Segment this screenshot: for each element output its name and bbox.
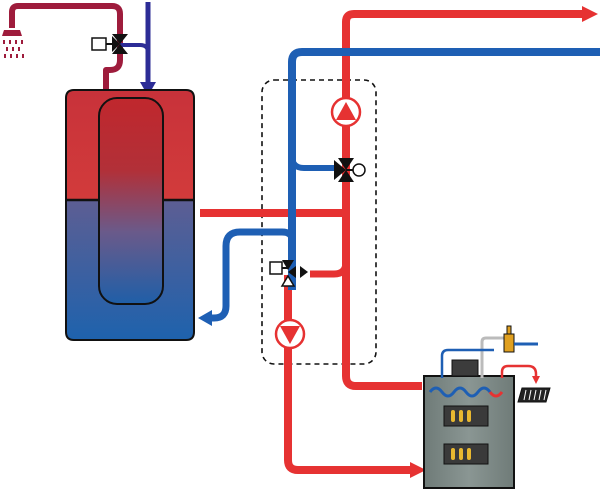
supply-pipe [200, 6, 598, 390]
radiator-icon [500, 364, 551, 403]
relief-valve-icon [440, 325, 538, 378]
boiler-icon [423, 359, 515, 489]
circulator-pump-icon-lower [274, 318, 306, 350]
dhw-mixing-valve-icon [91, 34, 128, 54]
dhw-cold-pipe [120, 2, 156, 96]
control-group-outline [261, 79, 377, 365]
return-pipe [198, 48, 600, 326]
shower-head-icon [2, 30, 24, 58]
storage-tank-icon [65, 89, 195, 341]
three-way-valve-icon [269, 260, 308, 287]
boiler-return-pipe [284, 275, 426, 478]
circulator-pump-icon [330, 96, 362, 128]
dhw-hot-pipe [9, 3, 123, 100]
mixing-valve-icon [334, 158, 366, 182]
